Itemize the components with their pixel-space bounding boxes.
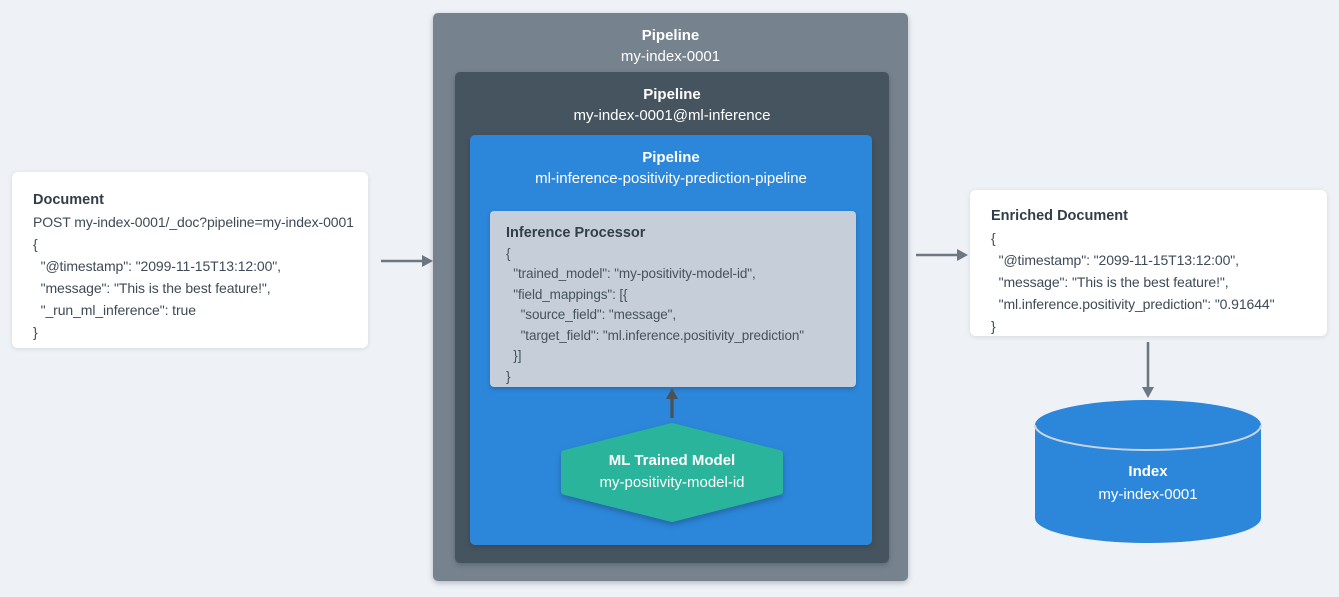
processor-code-line: } [506,368,511,384]
index-name: my-index-0001 [1098,486,1198,503]
processor-code-line: "field_mappings": [{ [506,286,628,302]
index-cylinder: Index my-index-0001 [1033,398,1263,545]
document-code-line: "@timestamp": "2099-11-15T13:12:00", [33,258,281,274]
document-code-line: "message": "This is the best feature!", [33,280,271,296]
pipeline-box-positivity-prediction: Pipeline ml-inference-positivity-predict… [470,135,872,545]
document-code-line: } [33,324,38,340]
document-code-line: "_run_ml_inference": true [33,302,196,318]
pipeline-box-outer: Pipeline my-index-0001 Pipeline my-index… [433,13,908,581]
inference-processor-box: Inference Processor { "trained_model": "… [490,211,856,387]
cylinder-icon [1034,400,1262,543]
inference-pipeline-title: Pipeline [643,86,701,103]
trained-model-name: my-positivity-model-id [599,474,745,491]
inference-pipeline-name: my-index-0001@ml-inference [573,107,771,124]
index-title: Index [1128,463,1168,480]
enriched-code-line: "ml.inference.positivity_prediction": "0… [991,296,1275,312]
processor-code-line: "source_field": "message", [506,307,677,322]
enriched-code-line: } [991,318,996,334]
enriched-code-line: { [991,230,996,246]
processor-code-line: "trained_model": "my-positivity-model-id… [506,266,756,281]
document-code-line: POST my-index-0001/_doc?pipeline=my-inde… [33,214,354,230]
document-code-line: { [33,236,38,252]
outer-pipeline-title: Pipeline [641,27,700,44]
ml-pipeline-name: ml-inference-positivity-prediction-pipel… [535,170,807,187]
enriched-card-title: Enriched Document [991,208,1128,224]
processor-code-line: { [506,245,511,261]
arrow-up-icon [664,388,680,424]
trained-model-title: ML Trained Model [608,452,736,469]
hexagon-icon [561,423,783,522]
arrow-right-icon [380,253,434,274]
inference-processor-title: Inference Processor [506,225,646,241]
arrow-down-icon [1140,342,1156,404]
arrow-right-icon [915,247,969,268]
enriched-code-line: "message": "This is the best feature!", [991,274,1229,290]
document-card: Document POST my-index-0001/_doc?pipelin… [12,172,368,348]
enriched-code-line: "@timestamp": "2099-11-15T13:12:00", [991,252,1239,268]
outer-pipeline-name: my-index-0001 [620,48,721,65]
enriched-document-card: Enriched Document { "@timestamp": "2099-… [970,190,1327,336]
processor-code-line: }] [506,348,522,363]
processor-code-line: "target_field": "ml.inference.positivity… [506,327,804,343]
ml-trained-model-hexagon: ML Trained Model my-positivity-model-id [560,423,784,522]
ml-pipeline-title: Pipeline [642,149,700,166]
document-card-title: Document [33,192,104,208]
pipeline-box-ml-inference: Pipeline my-index-0001@ml-inference Pipe… [455,72,889,563]
